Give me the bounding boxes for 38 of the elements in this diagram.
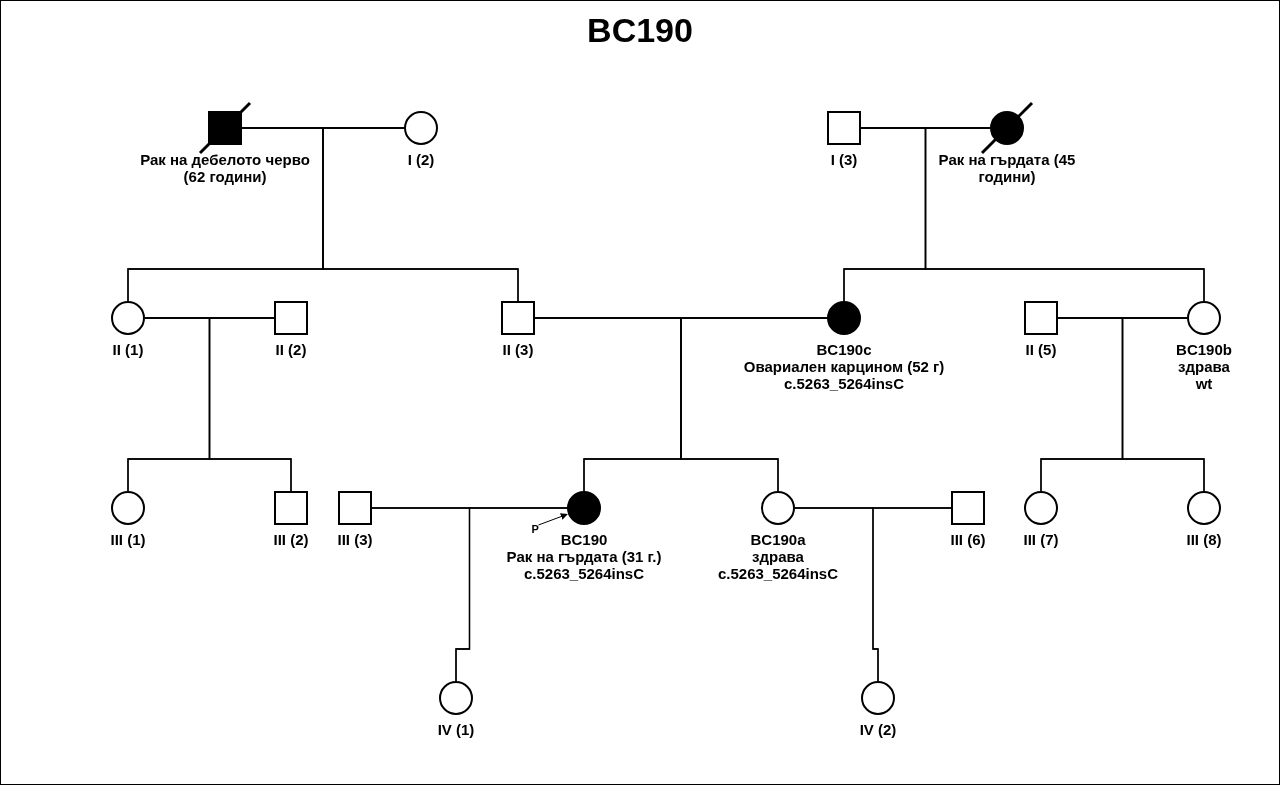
person-label: I (3) — [830, 151, 858, 168]
person-label: c.5263_5264insC — [717, 565, 839, 582]
person-label: BC190b — [1176, 341, 1232, 358]
person-label: III (1) — [110, 531, 146, 548]
person-label: II (5) — [1025, 341, 1057, 358]
descent-line — [1121, 317, 1205, 492]
pedigree-title: BC190 — [587, 11, 693, 49]
person-label: III (7) — [1023, 531, 1059, 548]
descent-line — [322, 127, 519, 302]
person-label: BC190c — [816, 341, 872, 358]
person-label: BC190a — [750, 531, 806, 548]
person-label: c.5263_5264insC — [523, 565, 645, 582]
person-label: BC190 — [560, 531, 608, 548]
person-label: IV (1) — [437, 721, 475, 738]
person-label: здрава — [752, 548, 804, 565]
person-label: c.5263_5264insC — [783, 375, 905, 392]
person-label: Овариален карцином (52 г) — [743, 358, 945, 375]
proband-arrow — [538, 513, 568, 526]
person-label: III (8) — [1186, 531, 1222, 548]
descent-line — [455, 507, 568, 682]
person-label: II (3) — [502, 341, 534, 358]
person-label: II (1) — [112, 341, 144, 358]
person-label: III (2) — [273, 531, 309, 548]
descent-line — [872, 507, 952, 682]
descent-line — [208, 317, 292, 492]
person-label: здрава — [1178, 358, 1230, 375]
person-label: II (2) — [275, 341, 307, 358]
person-label: Рак на гърдата (31 г.) — [506, 548, 662, 565]
descent-line — [680, 317, 828, 492]
person-label: III (3) — [337, 531, 373, 548]
person-label: I (2) — [407, 151, 435, 168]
person-label: Рак на гърдата (45 години) — [937, 151, 1077, 185]
person-label: wt — [1195, 375, 1213, 392]
proband-marker: P — [531, 523, 539, 535]
descent-line — [924, 127, 1205, 302]
person-label: IV (2) — [859, 721, 897, 738]
person-label: III (6) — [950, 531, 986, 548]
person-label: Рак на дебелото черво (62 години) — [139, 151, 311, 185]
